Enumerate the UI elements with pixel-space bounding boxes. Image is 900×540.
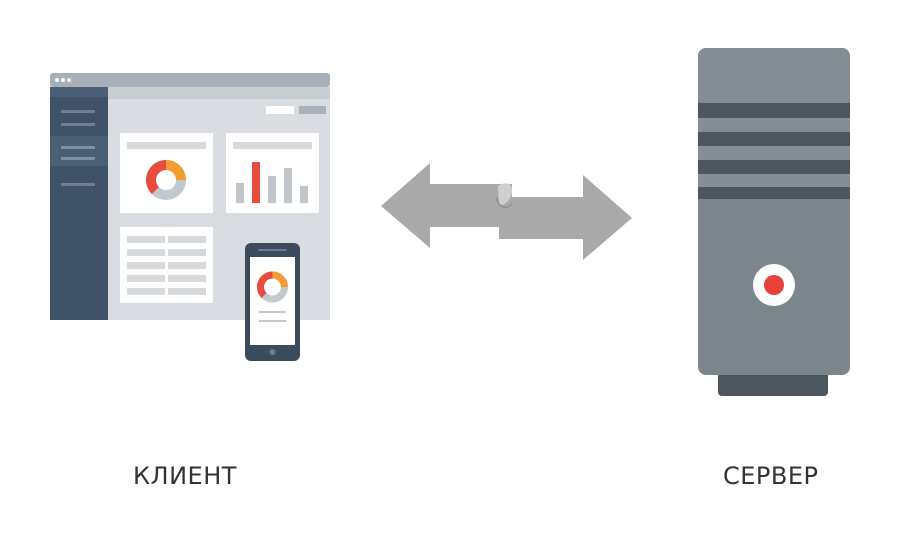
bar-chart-icon <box>236 162 308 203</box>
server-label: СЕРВЕР <box>723 462 819 490</box>
left-arrow <box>381 163 512 248</box>
bidirectional-arrow-icon <box>381 163 632 260</box>
right-arrow <box>499 175 632 260</box>
table-icon <box>127 236 206 295</box>
donut-chart-icon <box>146 160 186 200</box>
client-label: КЛИЕНТ <box>133 462 237 490</box>
server-tower-icon <box>698 48 850 396</box>
smartphone-icon <box>245 243 300 361</box>
